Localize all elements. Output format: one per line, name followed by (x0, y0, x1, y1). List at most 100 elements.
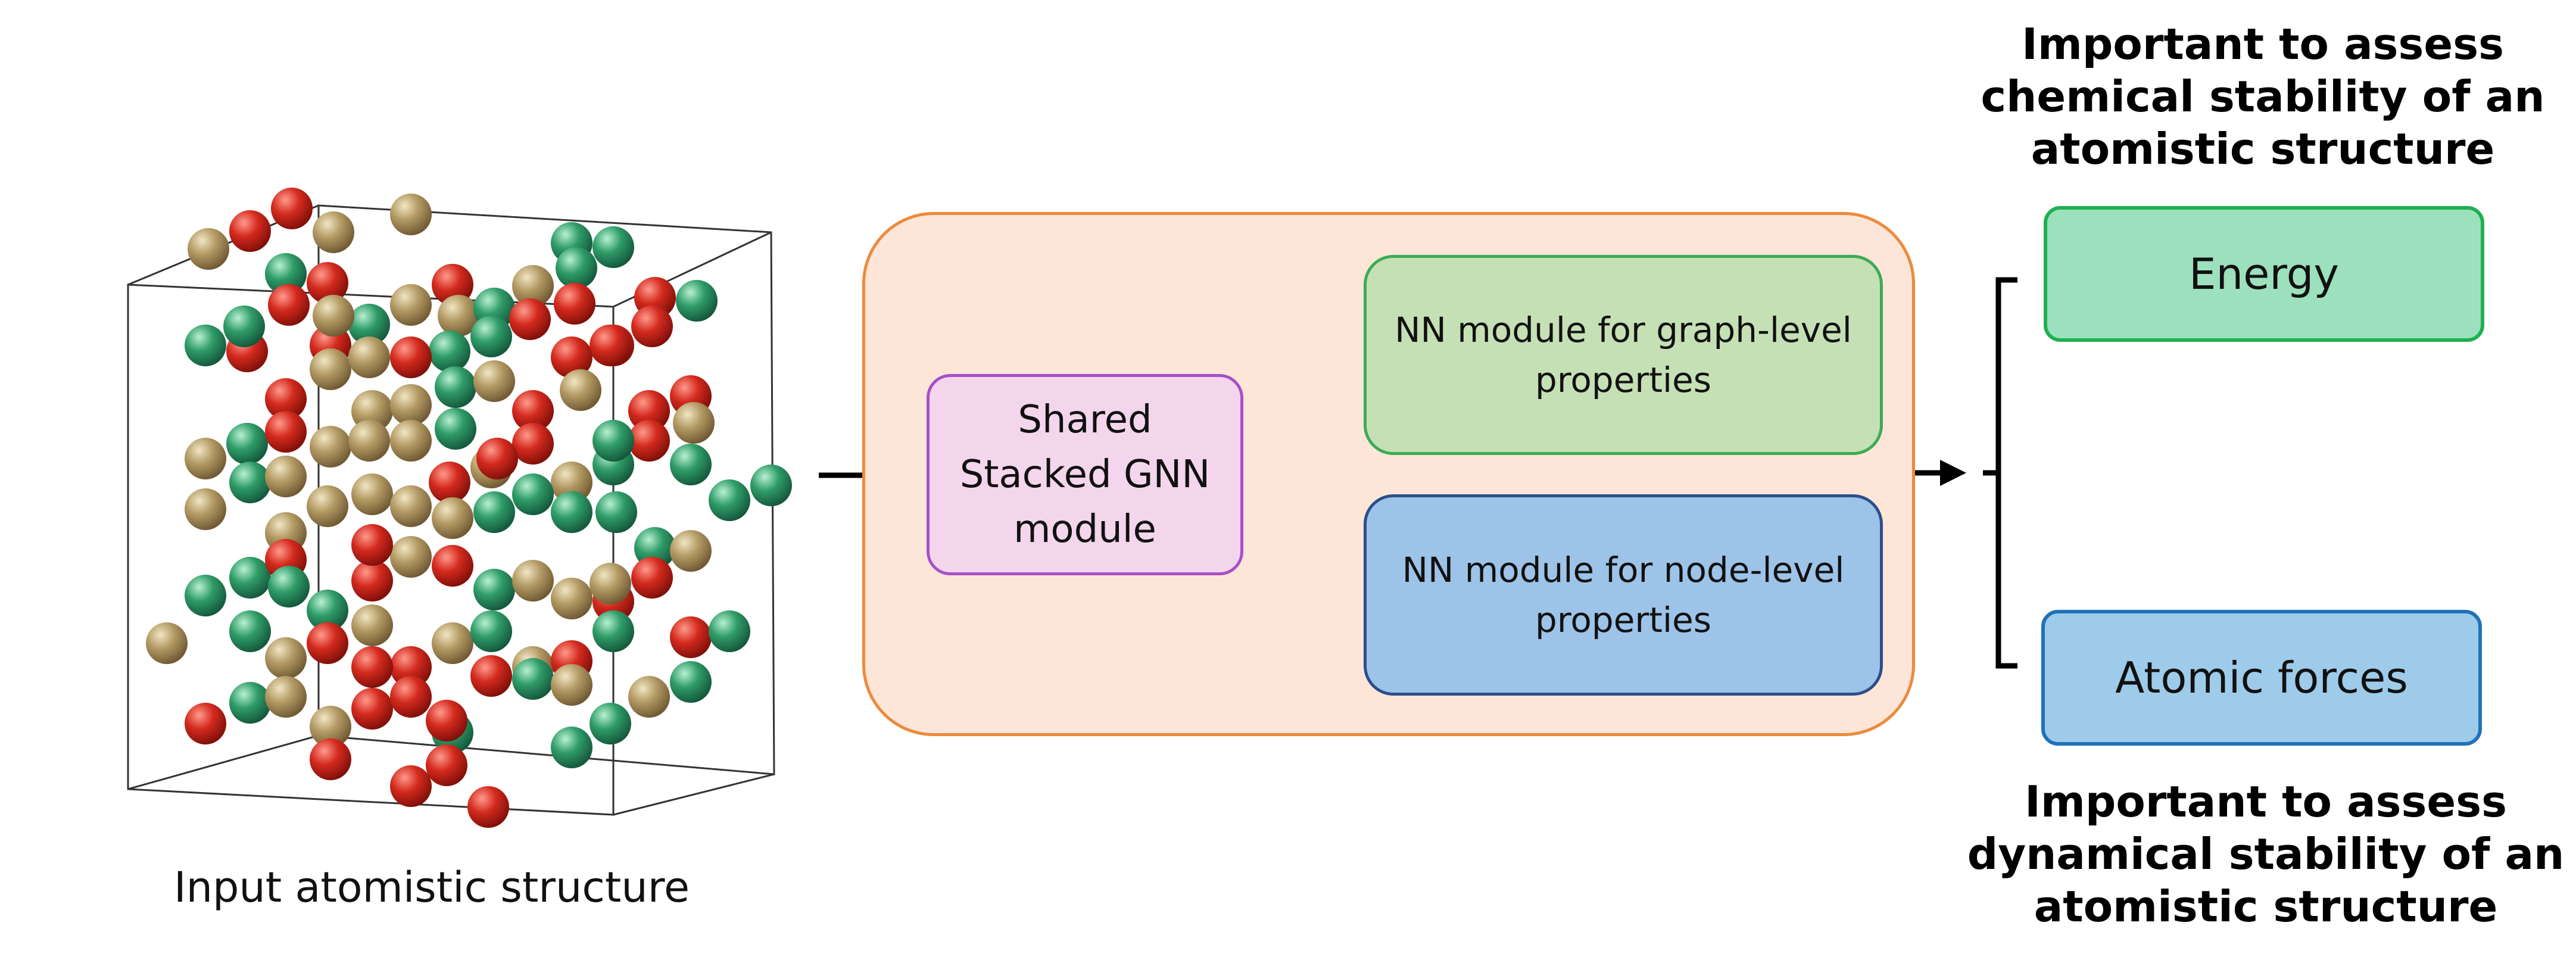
atom-tan (390, 420, 432, 462)
atom-green (551, 727, 592, 768)
atom-tan (390, 384, 432, 426)
atom-tan (313, 211, 354, 253)
atom-green (676, 280, 718, 322)
atom-green (229, 557, 271, 599)
shared-gnn-module-box: Shared Stacked GNN module (927, 374, 1243, 575)
atom-tan (265, 637, 307, 679)
atom-red (512, 390, 554, 432)
atom-red (509, 298, 551, 340)
atom-tan (146, 622, 188, 664)
atom-tan (188, 228, 229, 270)
atom-green (229, 610, 271, 652)
atom-red (512, 423, 554, 465)
note-line: atomistic structure (2031, 124, 2495, 174)
atom-tan (390, 284, 432, 326)
atom-red (631, 557, 673, 599)
atom-green (185, 575, 226, 616)
atom-tan (351, 604, 393, 646)
node-module-label-line: properties (1535, 600, 1711, 640)
atom-red (351, 646, 393, 688)
atom-red (476, 438, 518, 479)
atom-tan (351, 473, 393, 515)
atomic-forces-label: Atomic forces (2115, 653, 2408, 703)
atom-red (628, 420, 670, 462)
atom-tan (390, 485, 432, 527)
atom-red (265, 378, 307, 420)
atom-tan (670, 530, 712, 572)
atom-tan (185, 488, 226, 530)
atom-red (351, 524, 393, 566)
graph-module-label-line: NN module for graph-level (1395, 310, 1852, 350)
atom-red (351, 560, 393, 602)
atom-green (592, 610, 634, 652)
atom-tan (551, 462, 592, 503)
atom-red (470, 655, 512, 697)
atom-green (590, 703, 631, 744)
atom-red (310, 738, 351, 780)
atom-red (229, 210, 271, 252)
energy-output-box: Energy (2044, 206, 2484, 342)
atom-green (348, 304, 390, 345)
atom-tan (512, 560, 554, 602)
gnn-module-label-line: Shared (1018, 398, 1152, 442)
atom-tan (673, 402, 715, 444)
gnn-module-label-line: module (1013, 507, 1156, 551)
atom-red (265, 411, 307, 453)
atom-green (429, 331, 470, 372)
atom-green (229, 462, 271, 503)
atom-tan (310, 348, 351, 390)
atom-green (268, 566, 310, 607)
atom-green (470, 610, 512, 652)
atom-green (592, 226, 634, 268)
atom-tan (551, 664, 592, 706)
atom-tan (473, 360, 515, 402)
atom-red (432, 545, 473, 587)
atom-red (390, 336, 432, 378)
atom-green (307, 590, 348, 631)
node-module-label-line: NN module for node-level (1402, 550, 1845, 590)
atom-tan (512, 265, 554, 307)
atom-green (226, 423, 268, 465)
atom-green (512, 473, 554, 515)
atom-green (512, 658, 554, 700)
atom-tan (560, 369, 601, 411)
atom-red (271, 188, 313, 229)
atom-red (429, 462, 470, 503)
atom-red (426, 744, 467, 786)
atom-green (670, 661, 712, 703)
atom-red (390, 765, 432, 807)
input-structure-caption: Input atomistic structure (173, 863, 690, 912)
atom-green (265, 253, 307, 295)
atom-red (554, 283, 595, 325)
chemical-stability-note: Important to assess chemical stability o… (1965, 18, 2561, 175)
atom-green (473, 491, 515, 533)
note-line: dynamical stability of an (1967, 829, 2565, 879)
atom-green (750, 465, 792, 506)
note-line: Important to assess (2022, 19, 2504, 69)
gnn-module-label-line: Stacked GNN (959, 453, 1211, 497)
atom-tan (432, 497, 473, 539)
energy-label: Energy (2188, 249, 2340, 299)
atom-red (432, 264, 473, 306)
atom-red (390, 646, 432, 688)
atom-tan (265, 456, 307, 497)
atom-red (551, 336, 592, 378)
atom-green (473, 569, 515, 610)
atom-green (709, 479, 750, 521)
atom-tan (185, 438, 226, 479)
atom-tan (390, 194, 432, 235)
atom-green (435, 408, 476, 450)
atom-green (709, 610, 750, 652)
atom-green (592, 420, 634, 462)
atom-red (390, 676, 432, 718)
output-bracket (1983, 277, 2017, 669)
atom-tan (348, 336, 390, 378)
atom-tan (590, 563, 631, 604)
atom-green (229, 682, 271, 724)
graph-level-module-box: NN module for graph-level properties (1364, 255, 1883, 455)
dynamical-stability-note: Important to assess dynamical stability … (1965, 775, 2566, 933)
atom-tan (438, 295, 479, 336)
atom-cluster (146, 188, 792, 828)
atom-tan (390, 536, 432, 578)
